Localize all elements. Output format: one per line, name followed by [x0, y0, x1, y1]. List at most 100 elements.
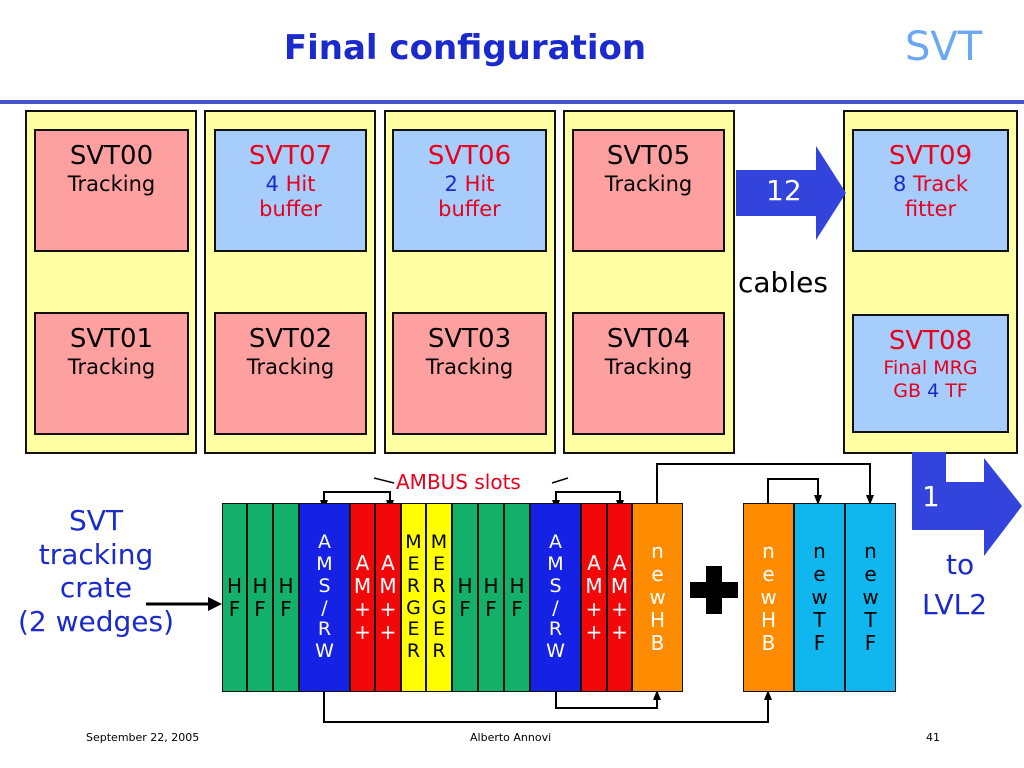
board-name: SVT01 [69, 324, 154, 354]
crate-slot-label: H F [483, 573, 499, 621]
board-role: 8 Track [854, 172, 1007, 197]
plus-icon [690, 566, 738, 614]
crate-slot-label: H F [509, 573, 525, 621]
lvl2-label-to: to [946, 548, 975, 581]
crate-slot: A M + + [581, 503, 607, 692]
crate-slot: H F [247, 503, 273, 692]
crate-slot-label: A M + + [353, 550, 372, 644]
board-role-word: Hit [464, 172, 495, 197]
crate-slot: A M + + [350, 503, 375, 692]
footer-date: September 22, 2005 [86, 731, 200, 744]
board-role: Final MRG [883, 357, 978, 380]
crate-slot-label: A M S / R W [546, 530, 565, 663]
crate-slot-label: n e w T F [862, 539, 879, 655]
cables-arrow [736, 146, 848, 240]
crate-slot: n e w H B [743, 503, 794, 692]
crate-caption-line2: tracking [38, 537, 154, 571]
crate-slot: A M + + [375, 503, 401, 692]
board-name: SVT00 [69, 141, 154, 171]
cables-count: 12 [766, 174, 802, 207]
board-svt01: SVT01 Tracking [34, 312, 189, 435]
board-name: SVT05 [606, 141, 691, 171]
board-svt02: SVT02 Tracking [214, 312, 367, 435]
page-title: Final configuration [283, 28, 647, 68]
board-role: Tracking [67, 355, 156, 380]
crate-slot: M E R G E R [426, 503, 452, 692]
board-name: SVT03 [427, 324, 512, 354]
crate-slot-label: M E R G E R [430, 530, 448, 663]
board-svt09: SVT09 8 Track fitter [852, 129, 1009, 252]
board-name: SVT02 [248, 324, 333, 354]
ambus-label: AMBUS slots [396, 470, 521, 494]
crate-slot: H F [478, 503, 504, 692]
board-role: Tracking [604, 172, 693, 197]
board-name: SVT08 [888, 326, 973, 356]
crate-slot-label: A M + + [610, 550, 629, 644]
crate-slot: H F [452, 503, 478, 692]
cables-label: cables [738, 266, 828, 299]
lvl2-label-lvl2: LVL2 [922, 588, 988, 621]
board-svt00: SVT00 Tracking [34, 129, 189, 252]
board-role: Tracking [246, 355, 335, 380]
crate-slot: n e w T F [845, 503, 896, 692]
crate-slot-label: A M + + [379, 550, 397, 644]
board-svt04: SVT04 Tracking [572, 312, 725, 435]
board-svt07: SVT07 4 Hit buffer [214, 129, 367, 252]
board-role-tf: TF [945, 379, 968, 402]
board-name: SVT04 [606, 324, 691, 354]
cables-arrow-icon [736, 146, 846, 240]
board-role-word: Hit [285, 172, 316, 197]
crate-slot-label: n e w H B [760, 539, 777, 655]
crate-slot: H F [504, 503, 530, 692]
board-name: SVT07 [248, 141, 333, 171]
board-role: 2 Hit [394, 172, 545, 197]
board-count: 4 [927, 379, 940, 402]
board-role: Tracking [425, 355, 514, 380]
board-role-2: GB 4 TF [854, 380, 1007, 403]
crate-slot-label: A M + + [585, 550, 603, 644]
crate-slot-label: A M S / R W [315, 530, 334, 663]
crate-caption-line4: (2 wedges) [17, 604, 175, 638]
crate-slot-label: n e w H B [649, 539, 666, 655]
crate-slot: M E R G E R [401, 503, 426, 692]
crate-slot-label: H F [226, 573, 243, 621]
crate-slot: A M + + [607, 503, 632, 692]
board-role-2: fitter [904, 197, 957, 222]
crate-slot: A M S / R W [530, 503, 581, 692]
board-role-2: buffer [438, 197, 501, 222]
board-count: 8 [892, 172, 907, 197]
crate-slot-label: H F [457, 573, 473, 621]
crate-slot: n e w T F [794, 503, 845, 692]
crate-slot: H F [222, 503, 247, 692]
lvl2-count: 1 [922, 480, 940, 513]
board-svt03: SVT03 Tracking [392, 312, 547, 435]
title-divider [0, 100, 1024, 104]
board-role-2: buffer [259, 197, 322, 222]
crate-slot-label: M E R G E R [405, 530, 422, 663]
crate-caption: SVT tracking crate (2 wedges) [6, 504, 186, 638]
board-svt06: SVT06 2 Hit buffer [392, 129, 547, 252]
board-count: 2 [444, 172, 458, 197]
svt-logo: SVT [905, 24, 983, 70]
board-name: SVT09 [888, 141, 973, 171]
board-name: SVT06 [427, 141, 512, 171]
crate-caption-line3: crate [59, 571, 133, 605]
crate-slot-label: H F [278, 573, 294, 621]
board-role: 4 Hit [216, 172, 365, 197]
crate-slot-label: H F [252, 573, 268, 621]
crate-slot-label: n e w T F [811, 539, 828, 655]
board-role: Tracking [604, 355, 693, 380]
board-role-word: Track [913, 172, 968, 197]
board-svt08: SVT08 Final MRG GB 4 TF [852, 314, 1009, 433]
crate-slot: H F [273, 503, 299, 692]
footer-page-number: 41 [926, 731, 940, 744]
crate-caption-line1: SVT [68, 504, 124, 537]
board-role: Tracking [67, 172, 156, 197]
lvl2-arrow [912, 452, 1024, 562]
footer-author: Alberto Annovi [470, 731, 552, 744]
board-role-gb: GB [893, 379, 922, 402]
crate-slot: n e w H B [632, 503, 683, 692]
crate-slot: A M S / R W [299, 503, 350, 692]
board-count: 4 [265, 172, 279, 197]
